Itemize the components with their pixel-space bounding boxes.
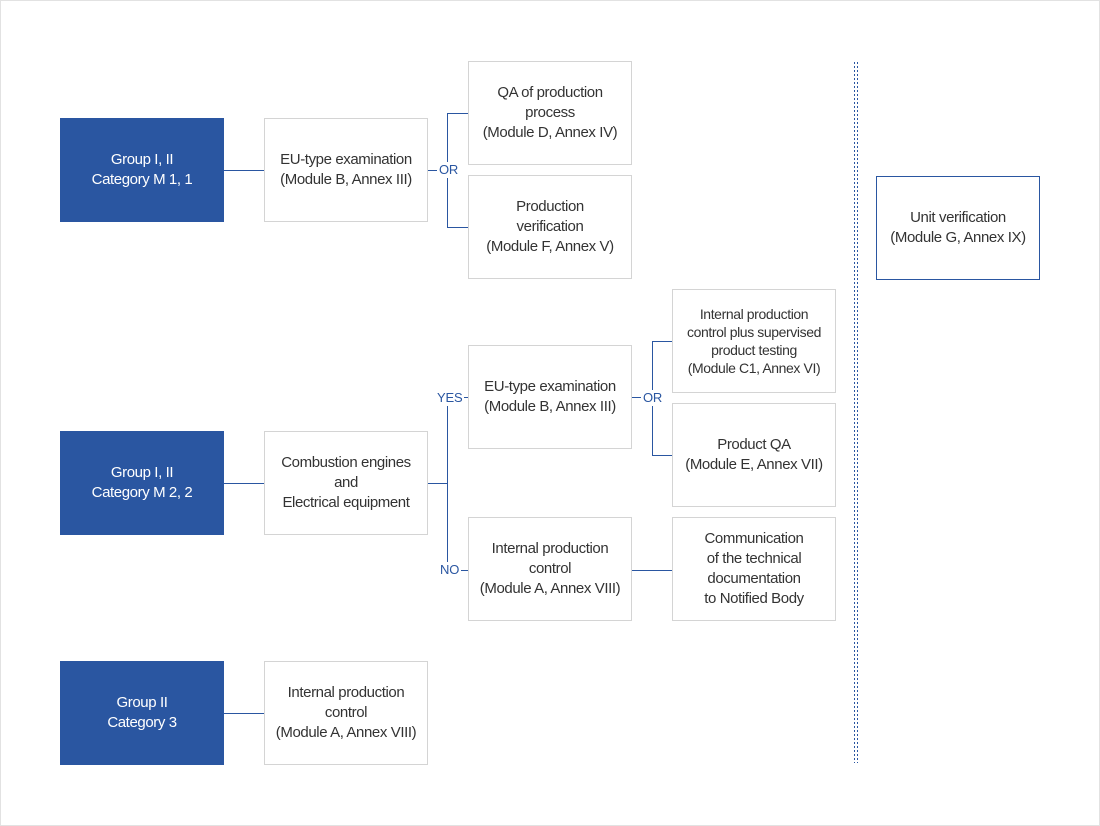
production-verification-box: Production verification (Module F, Annex… — [468, 175, 632, 279]
yes-label: YES — [435, 390, 465, 406]
internal-production-control-box: Internal production control (Module A, A… — [468, 517, 632, 621]
unit-verification-box: Unit verification (Module G, Annex IX) — [876, 176, 1040, 280]
internal-production-control-box: Internal production control (Module A, A… — [264, 661, 428, 765]
communication-notified-body-box: Communication of the technical documenta… — [672, 517, 836, 621]
eu-type-examination-box: EU-type examination (Module B, Annex III… — [264, 118, 428, 222]
group-box-m1: Group I, II Category M 1, 1 — [60, 118, 224, 222]
internal-control-supervised-testing-box: Internal production control plus supervi… — [672, 289, 836, 393]
no-label: NO — [438, 562, 462, 578]
product-qa-box: Product QA (Module E, Annex VII) — [672, 403, 836, 507]
or-label: OR — [641, 390, 665, 406]
or-label: OR — [437, 162, 461, 178]
qa-production-process-box: QA of production process (Module D, Anne… — [468, 61, 632, 165]
eu-type-examination-box: EU-type examination (Module B, Annex III… — [468, 345, 632, 449]
group-box-m2: Group I, II Category M 2, 2 — [60, 431, 224, 535]
separator-dashed-line — [854, 62, 858, 763]
combustion-engines-box: Combustion engines and Electrical equipm… — [264, 431, 428, 535]
group-box-3: Group II Category 3 — [60, 661, 224, 765]
